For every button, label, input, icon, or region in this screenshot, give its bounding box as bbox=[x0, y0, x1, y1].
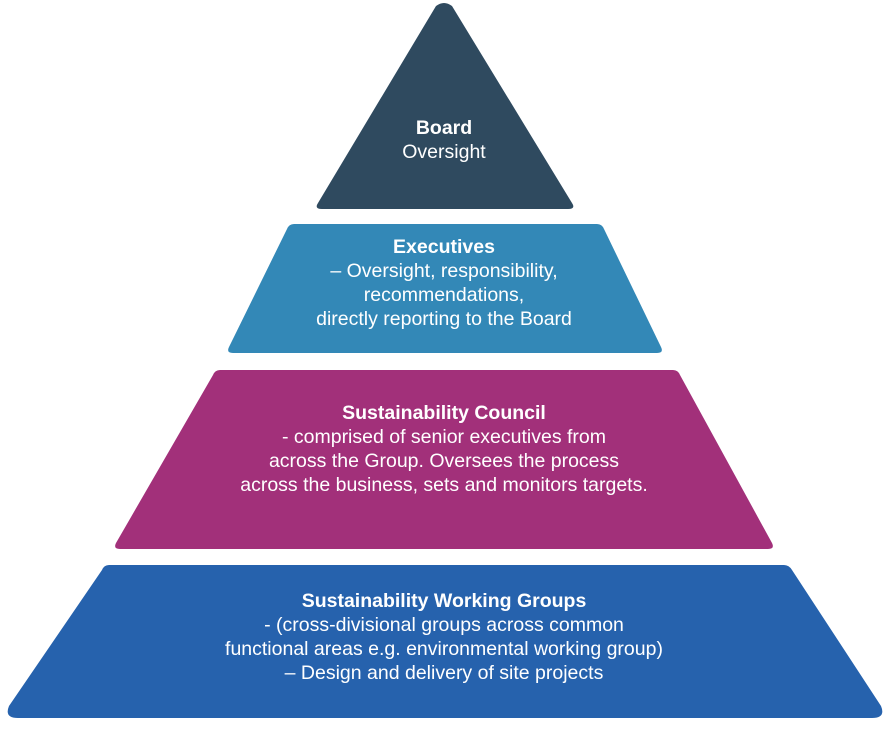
tier-working-groups-line: – Design and delivery of site projects bbox=[284, 662, 604, 684]
tier-executives-line: recommendations, bbox=[363, 284, 525, 306]
tier-council-text: Sustainability Council - comprised of se… bbox=[0, 401, 888, 497]
tier-working-groups-title: Sustainability Working Groups bbox=[301, 590, 587, 612]
tier-board-shape bbox=[316, 3, 574, 209]
tier-council-line: across the business, sets and monitors t… bbox=[240, 474, 648, 496]
tier-board-title: Board bbox=[415, 117, 473, 139]
tier-working-groups-shape bbox=[7, 565, 883, 718]
tier-executives-shape bbox=[228, 224, 662, 353]
tier-executives-title: Executives bbox=[393, 236, 495, 258]
tier-council-line: across the Group. Oversees the process bbox=[268, 450, 620, 472]
tier-board-line: Oversight bbox=[402, 141, 486, 163]
tier-board-text: Board Oversight bbox=[0, 116, 888, 164]
tier-council-title: Sustainability Council bbox=[342, 402, 546, 424]
tier-council-line: - comprised of senior executives from bbox=[281, 426, 607, 448]
tier-executives-text: Executives – Oversight, responsibility, … bbox=[0, 235, 888, 331]
tier-working-groups-line: - (cross-divisional groups across common bbox=[264, 614, 624, 636]
tier-working-groups-text: Sustainability Working Groups - (cross-d… bbox=[0, 589, 888, 685]
tier-council-shape bbox=[115, 370, 773, 549]
tier-executives-line: – Oversight, responsibility, bbox=[330, 260, 558, 282]
tier-working-groups-line: functional areas e.g. environmental work… bbox=[225, 638, 663, 660]
tier-executives-line: directly reporting to the Board bbox=[316, 308, 572, 330]
